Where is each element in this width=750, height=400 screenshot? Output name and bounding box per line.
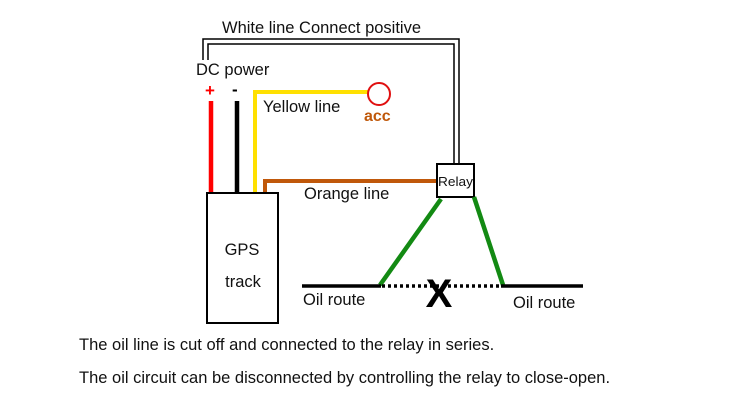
white-line-label: White line Connect positive	[222, 19, 421, 37]
oil-route-left-label: Oil route	[303, 291, 365, 309]
minus-sign: -	[232, 80, 238, 99]
dc-power-label: DC power	[196, 61, 270, 79]
yellow-wire	[253, 90, 368, 193]
green-wire-left	[378, 197, 443, 287]
caption-line-1: The oil line is cut off and connected to…	[79, 336, 495, 354]
acc-terminal-icon	[367, 82, 391, 106]
plus-sign: +	[205, 81, 215, 100]
white-wire	[202, 38, 460, 165]
relay-label: Relay	[438, 174, 474, 189]
orange-line-label: Orange line	[304, 185, 389, 203]
caption-line-2: The oil circuit can be disconnected by c…	[79, 369, 611, 387]
green-wire-right	[471, 196, 506, 286]
yellow-line-label: Yellow line	[263, 98, 340, 116]
orange-wire	[263, 179, 437, 193]
gps-tracker-box: GPS track	[206, 192, 279, 324]
acc-label: acc	[364, 108, 391, 125]
gps-label: GPS	[225, 241, 260, 259]
relay-box: Relay	[436, 163, 475, 198]
oil-route-right-label: Oil route	[513, 294, 575, 312]
cut-mark-icon: X	[426, 272, 453, 316]
track-label: track	[225, 273, 262, 291]
